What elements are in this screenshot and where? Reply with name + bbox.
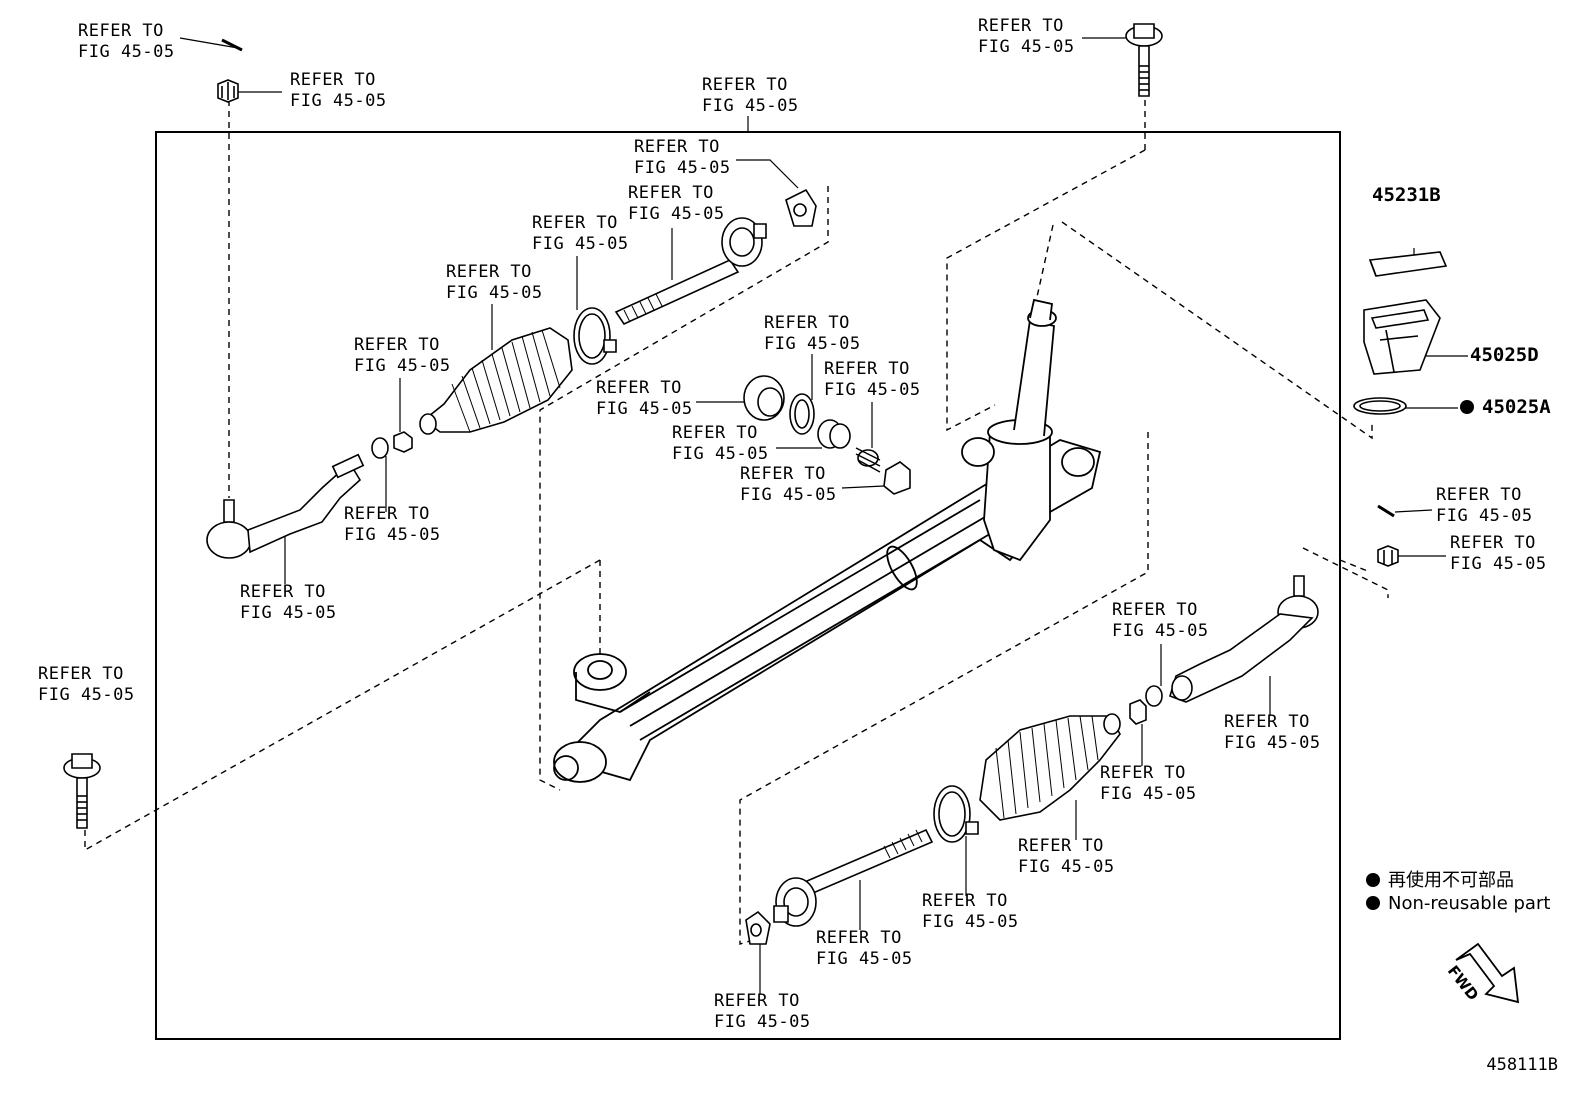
rack-guide-spring bbox=[856, 448, 880, 472]
part-45231b bbox=[1370, 252, 1446, 276]
rack-guide-seal bbox=[790, 394, 814, 434]
rack-guide-nut bbox=[818, 420, 850, 448]
rack-guide bbox=[884, 462, 910, 494]
part-number-45025d: 45025D bbox=[1470, 344, 1539, 366]
mounting-bolt-top bbox=[1126, 24, 1162, 96]
claw-washer-right bbox=[746, 912, 770, 944]
castle-nut-left bbox=[218, 80, 238, 102]
dashed-guides bbox=[85, 100, 1388, 944]
part-number-45025a: 45025A bbox=[1460, 396, 1551, 418]
legend-english: Non-reusable part bbox=[1366, 893, 1550, 914]
boot-clamp-left bbox=[574, 308, 616, 364]
tie-rod-left bbox=[616, 218, 766, 324]
boot-clamp-right bbox=[934, 786, 978, 842]
rack-guide-cover bbox=[744, 376, 784, 420]
part-45025a bbox=[1354, 398, 1406, 414]
leader-lines bbox=[180, 38, 1468, 994]
tie-rod-end-right bbox=[1170, 576, 1318, 702]
diagram-id: 458111B bbox=[1486, 1055, 1558, 1075]
bullet-icon bbox=[1366, 896, 1380, 910]
non-reusable-bullet-icon bbox=[1460, 400, 1474, 414]
steering-gear-housing bbox=[554, 300, 1100, 782]
lock-nut-left bbox=[372, 432, 412, 458]
lock-nut-right bbox=[1130, 686, 1162, 724]
part-number-45231b: 45231B bbox=[1372, 184, 1441, 206]
rack-boot-right bbox=[980, 714, 1120, 820]
tie-rod-right bbox=[774, 830, 932, 926]
legend-chinese: 再使用不可部品 bbox=[1366, 866, 1514, 892]
part-45025d bbox=[1364, 300, 1440, 374]
castle-nut-right bbox=[1378, 546, 1398, 566]
cotter-pin-right bbox=[1378, 506, 1394, 516]
fwd-arrow-icon bbox=[1456, 944, 1518, 1002]
cotter-pin-left bbox=[222, 40, 242, 50]
tie-rod-end-left bbox=[207, 455, 363, 558]
bullet-icon bbox=[1366, 873, 1380, 887]
claw-washer-left bbox=[786, 190, 816, 226]
mounting-bolt-left bbox=[64, 754, 100, 828]
rack-boot-left bbox=[420, 328, 572, 434]
